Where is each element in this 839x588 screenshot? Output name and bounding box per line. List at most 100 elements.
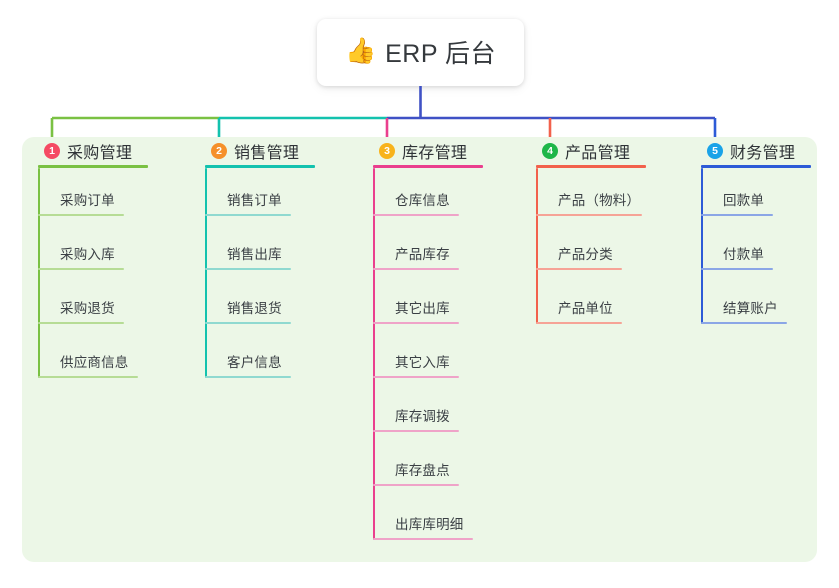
branch-items-5: 回款单付款单结算账户 (701, 168, 811, 330)
branch-item-rule (38, 268, 124, 270)
branch-item[interactable]: 其它出库 (373, 276, 483, 330)
branch-title-4: 产品管理 (565, 145, 631, 162)
branch-stem-5 (701, 168, 703, 324)
branch-badge-5: 5 (707, 143, 723, 159)
root-node[interactable]: 👍 ERP 后台 (317, 19, 524, 86)
branch-items-3: 仓库信息产品库存其它出库其它入库库存调拨库存盘点出库库明细 (373, 168, 483, 546)
branch-item-rule (205, 214, 291, 216)
branch-item-label: 销售出库 (227, 247, 282, 262)
branch-item-label: 库存盘点 (395, 463, 450, 478)
branch-item-rule (373, 484, 459, 486)
branch-item-label: 销售订单 (227, 193, 282, 208)
branch-badge-1: 1 (44, 143, 60, 159)
branch-header-1[interactable]: 1 采购管理 (28, 137, 148, 165)
branch-item-label: 供应商信息 (60, 355, 129, 370)
branch-item[interactable]: 库存盘点 (373, 438, 483, 492)
branch-item[interactable]: 出库库明细 (373, 492, 483, 546)
branch-header-4[interactable]: 4 产品管理 (526, 137, 646, 165)
branch-header-rule-4 (536, 165, 646, 168)
branch-item[interactable]: 结算账户 (701, 276, 811, 330)
branch-items-1: 采购订单采购入库采购退货供应商信息 (38, 168, 148, 384)
branch-item-label: 采购订单 (60, 193, 115, 208)
branch-item-rule (373, 538, 473, 540)
branch-item-rule (205, 322, 291, 324)
thumbs-up-icon: 👍 (344, 37, 377, 65)
branch-badge-4: 4 (542, 143, 558, 159)
branch-item-rule (536, 268, 622, 270)
branch-item-label: 产品库存 (395, 247, 450, 262)
root-node-content: 👍 ERP 后台 (345, 34, 496, 70)
branch-item-rule (701, 322, 787, 324)
branch-column-4: 4 产品管理产品（物料） 产品分类产品单位 (526, 137, 646, 330)
branch-item[interactable]: 采购订单 (38, 168, 148, 222)
branch-stem-3 (373, 168, 375, 540)
branch-columns: 1 采购管理采购订单采购入库采购退货供应商信息 2 销售管理销售订单销售出库销售退货客… (0, 137, 839, 562)
branch-item[interactable]: 付款单 (701, 222, 811, 276)
branch-header-rule-1 (38, 165, 148, 168)
branches-panel (22, 137, 817, 562)
branch-item-rule (38, 376, 138, 378)
branch-item-rule (373, 214, 459, 216)
branch-item-rule (373, 376, 459, 378)
branch-header-2[interactable]: 2 销售管理 (195, 137, 315, 165)
branch-item[interactable]: 产品单位 (536, 276, 646, 330)
branch-title-3: 库存管理 (402, 145, 468, 162)
branch-item-label: 产品（物料） (558, 193, 641, 208)
branch-item-label: 客户信息 (227, 355, 282, 370)
branch-item-rule (373, 430, 459, 432)
branch-item[interactable]: 销售出库 (205, 222, 315, 276)
branch-item[interactable]: 销售订单 (205, 168, 315, 222)
branch-item-rule (373, 268, 459, 270)
branch-column-2: 2 销售管理销售订单销售出库销售退货客户信息 (195, 137, 315, 384)
branch-item-rule (38, 322, 124, 324)
branch-item[interactable]: 其它入库 (373, 330, 483, 384)
branch-item[interactable]: 供应商信息 (38, 330, 148, 384)
branch-item-label: 回款单 (723, 193, 765, 208)
branch-item[interactable]: 采购入库 (38, 222, 148, 276)
branch-header-rule-3 (373, 165, 483, 168)
branch-column-1: 1 采购管理采购订单采购入库采购退货供应商信息 (28, 137, 148, 384)
branch-item-label: 库存调拨 (395, 409, 450, 424)
branch-header-rule-2 (205, 165, 315, 168)
branch-item[interactable]: 采购退货 (38, 276, 148, 330)
branch-stem-2 (205, 168, 207, 378)
branch-header-rule-5 (701, 165, 811, 168)
branch-item-label: 产品分类 (558, 247, 613, 262)
branch-item-label: 产品单位 (558, 301, 613, 316)
branch-item[interactable]: 回款单 (701, 168, 811, 222)
branch-item-rule (536, 214, 642, 216)
branch-title-2: 销售管理 (234, 145, 300, 162)
branch-item[interactable]: 产品库存 (373, 222, 483, 276)
branch-title-1: 采购管理 (67, 145, 133, 162)
branch-item-label: 仓库信息 (395, 193, 450, 208)
branch-stem-4 (536, 168, 538, 324)
branch-item-rule (536, 322, 622, 324)
branch-item-label: 采购入库 (60, 247, 115, 262)
branch-item[interactable]: 产品（物料） (536, 168, 646, 222)
branch-title-5: 财务管理 (730, 145, 796, 162)
branch-item[interactable]: 仓库信息 (373, 168, 483, 222)
branch-badge-2: 2 (211, 143, 227, 159)
branch-item[interactable]: 客户信息 (205, 330, 315, 384)
root-node-title: ERP 后台 (385, 39, 497, 68)
branch-item-rule (701, 214, 773, 216)
branch-item-label: 其它入库 (395, 355, 450, 370)
branch-items-2: 销售订单销售出库销售退货客户信息 (205, 168, 315, 384)
branch-item[interactable]: 库存调拨 (373, 384, 483, 438)
branch-item-rule (205, 376, 291, 378)
branch-item-rule (38, 214, 124, 216)
branch-stem-1 (38, 168, 40, 378)
branch-item-label: 付款单 (723, 247, 765, 262)
branch-item-label: 其它出库 (395, 301, 450, 316)
branch-item[interactable]: 产品分类 (536, 222, 646, 276)
branch-item-label: 销售退货 (227, 301, 282, 316)
branch-item-rule (205, 268, 291, 270)
branch-item-rule (701, 268, 773, 270)
branch-item[interactable]: 销售退货 (205, 276, 315, 330)
branch-header-5[interactable]: 5 财务管理 (691, 137, 811, 165)
branch-item-label: 出库库明细 (395, 517, 464, 532)
branch-column-5: 5 财务管理回款单付款单结算账户 (691, 137, 811, 330)
